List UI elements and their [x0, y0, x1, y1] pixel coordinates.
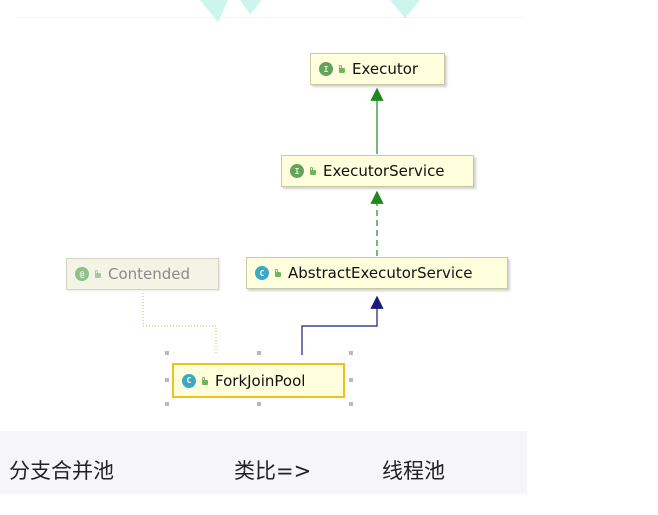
public-visibility-icon	[274, 269, 281, 277]
resize-handle-bottom[interactable]	[257, 402, 261, 406]
node-forkjoinpool[interactable]: C ForkJoinPool	[172, 363, 345, 398]
node-executorservice[interactable]: I ExecutorService	[281, 155, 474, 187]
caption-left: 分支合并池	[9, 459, 114, 483]
caption-middle: 类比=>	[234, 459, 312, 483]
node-label: ForkJoinPool	[215, 371, 306, 390]
class-icon: C	[182, 373, 196, 388]
resize-handle-top-left[interactable]	[165, 351, 169, 355]
resize-handle-right[interactable]	[349, 378, 353, 382]
resize-handle-top[interactable]	[257, 351, 261, 355]
edge-contended-to-forkjoinpool	[142, 293, 217, 355]
node-label: AbstractExecutorService	[288, 264, 473, 282]
top-divider	[15, 17, 525, 18]
annotation-icon: @	[75, 267, 89, 281]
public-visibility-icon	[338, 65, 345, 73]
resize-handle-bottom-right[interactable]	[349, 402, 353, 406]
edge-forkjoinpool-to-abstractexecutorservice	[301, 295, 384, 355]
resize-handle-bottom-left[interactable]	[165, 402, 169, 406]
resize-handle-top-right[interactable]	[349, 351, 353, 355]
class-icon: C	[255, 266, 269, 280]
resize-handle-left[interactable]	[165, 378, 169, 382]
public-visibility-icon	[201, 376, 208, 385]
node-contended[interactable]: @ Contended	[66, 258, 219, 290]
public-visibility-icon	[309, 167, 316, 175]
node-label: Contended	[108, 265, 191, 283]
node-label: ExecutorService	[323, 162, 445, 180]
interface-icon: I	[290, 164, 304, 178]
node-abstractexecutorservice[interactable]: C AbstractExecutorService	[246, 257, 508, 289]
public-visibility-icon	[94, 270, 101, 278]
node-label: Executor	[352, 60, 419, 78]
node-executor[interactable]: I Executor	[310, 53, 445, 85]
caption-right: 线程池	[382, 459, 445, 483]
interface-icon: I	[319, 62, 333, 76]
caption-band	[0, 431, 527, 494]
